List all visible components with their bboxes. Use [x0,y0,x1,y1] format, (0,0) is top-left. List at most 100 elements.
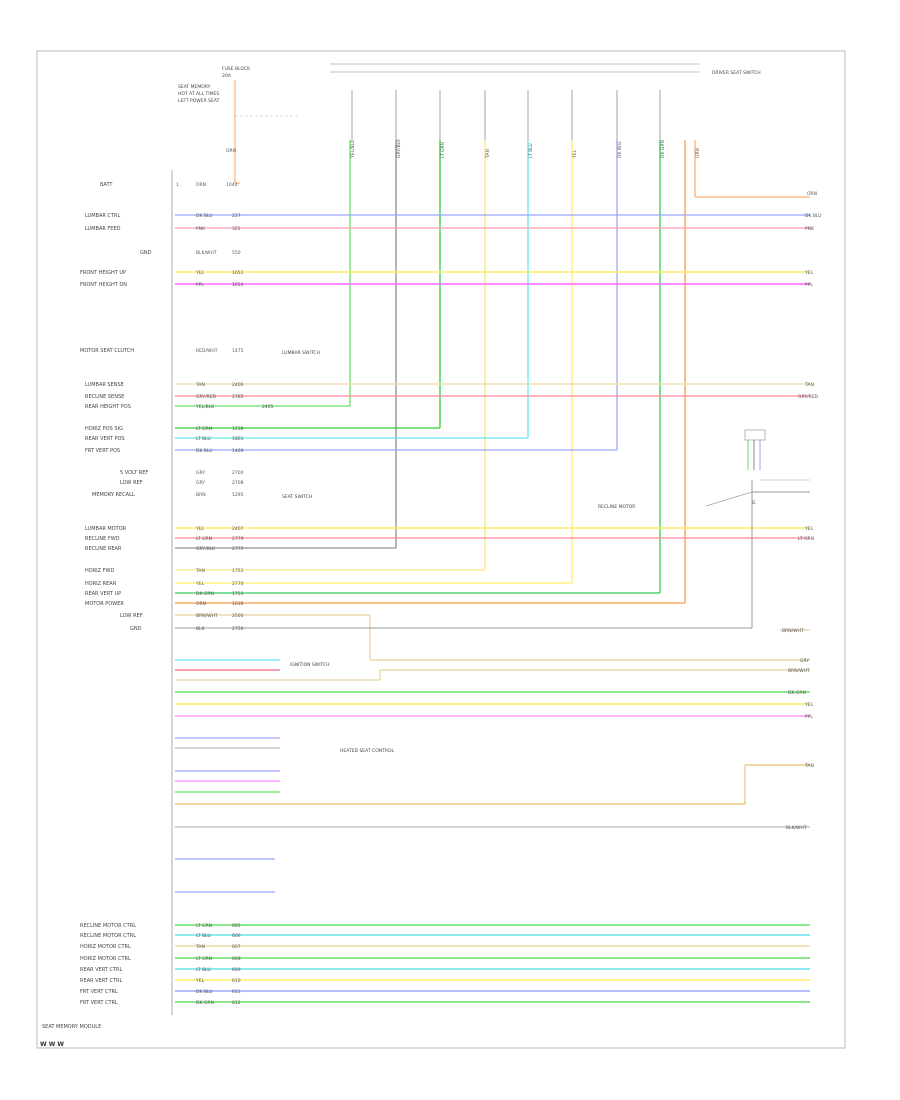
note-bench-switch: LUMBAR SWITCH [282,350,320,356]
bottom-pin-code: LT GRN [196,923,212,929]
top-code-5: YEL [572,149,578,159]
pin-code: LT BLU [196,436,211,442]
pin-label: HORIZ FWD [85,568,114,574]
horizontal-wires-middle [175,629,810,893]
pin-label: LUMBAR SENSE [85,382,124,388]
pin-code: TAN [195,382,205,388]
right-code: DK BLU [805,213,822,219]
bottom-pins: RECLINE MOTOR CTRL LT GRN 605 RECLINE MO… [80,923,241,1006]
pin-circuit: 2750 [232,626,244,632]
bottom-pin-code: DK BLU [196,989,213,995]
pin-circuit: 1475 [232,348,244,354]
ground-connector: G [744,429,766,506]
header-block: FUSE BLOCK 20A SEAT MEMORY HOT AT ALL TI… [178,66,300,183]
pin-label: RECLINE SENSE [85,394,124,400]
pin-label: LOW REF [120,613,143,619]
bottom-pin-code: TAN [195,944,205,950]
pin-code: TAN [195,568,205,574]
note-lower: HEATED SEAT CONTROL [340,748,395,754]
note-recline: RECLINE MOTOR [598,504,635,510]
ground-label: G [752,500,756,506]
pin-label: MEMORY RECALL [92,492,135,498]
pin-label: REAR VERT POS [85,436,125,442]
pin-circuit: 2779 [232,536,244,542]
pin-code: GRY [196,480,205,486]
connector-notes: LUMBAR SWITCH SEAT SWITCH IGNITION SWITC… [282,350,635,754]
pin-label: GND [130,626,142,632]
pin-label: REAR HEIGHT POS [85,404,131,410]
bottom-pin-circuit: 610 [232,978,241,984]
pin-code: RED/WHT [196,348,218,354]
pin-code: BRN/WHT [196,613,218,619]
bottom-pin-circuit: 607 [232,944,241,950]
right-code: PPL [805,282,813,288]
right-code: PNK [805,226,815,232]
pin-circuit: 2405 [262,404,274,410]
pin-code: BRN [196,492,206,498]
bottom-pin-code: LT GRN [196,956,212,962]
pin-code: GRY [196,470,205,476]
bottom-pin-circuit: 608 [232,956,241,962]
bottom-pin-code: LT BLU [196,933,211,939]
bottom-pin-circuit: 609 [232,967,241,973]
pin-label: LUMBAR FEED [85,226,121,232]
pin-label: BATT [100,182,113,188]
right-code: YEL [804,526,814,532]
pin-circuit: 2407 [232,526,244,532]
horizontal-wires-lower [175,924,810,1003]
pin-code: GRY/BLK [196,546,216,552]
pin-code: PPL [196,282,204,288]
pin-circuit: 1751 [232,568,244,574]
pin-code: DK BLU [196,213,213,219]
pin-code: YEL [195,270,205,276]
bottom-pin-label: RECLINE MOTOR CTRL [80,933,136,939]
header-line-4: HOT AT ALL TIMES [178,91,219,97]
pin-circuit: 2708 [232,480,244,486]
bottom-pin-circuit: 612 [232,1000,241,1006]
pin-label: RECLINE FWD [85,536,120,542]
diagram-frame [36,50,846,1049]
right-code: GRY/RED [798,394,819,400]
pin-code: BLK [196,626,206,632]
bottom-pin-circuit: 605 [232,923,241,929]
pin-code: LT GRN [196,426,212,432]
pin-circuit: 1651 [232,270,244,276]
pin-circuit: 550 [232,250,241,256]
driver-seat-switch: DRIVER SEAT SWITCH [330,63,761,140]
right-code: BRN/WHT [782,628,804,634]
bottom-pin-code: YEL [195,978,205,984]
pin-circuit: 1650 [232,282,244,288]
pin-label: HORIZ POS SIG [85,426,123,432]
page-stamp: W W W [40,1041,64,1048]
right-code-r1: ORN [807,191,817,197]
bottom-pin-label: REAR VERT CTRL [80,978,122,984]
pin-label: LUMBAR CTRL [85,213,120,219]
header-line-5: LEFT POWER SEAT [178,98,220,104]
bottom-pin-circuit: 606 [232,933,241,939]
pin-code: ORN [196,182,206,188]
pin-label: HORIZ REAR [85,581,117,587]
pin-circuit: 227 [232,213,241,219]
right-code: TAN [804,382,814,388]
pin-circuit: 2773 [232,546,244,552]
top-code-7: DK GRN [660,140,666,158]
pin-label: FRONT HEIGHT DN [80,282,127,288]
top-code-2: LT GRN [440,142,446,158]
pin-code: PNK [196,226,206,232]
bottom-pin-label: REAR VERT CTRL [80,967,122,973]
note-seat-switch-group: SEAT SWITCH [282,494,312,500]
pin-label: REAR VERT UP [85,591,121,597]
pin-label: GND [140,250,152,256]
bottom-pin-label: FRT VERT CTRL [80,1000,118,1006]
pin-code: BLK/WHT [196,250,217,256]
pin-circuit: 1295 [232,492,244,498]
top-code-4: LT BLU [528,143,534,158]
note-ignition: IGNITION SWITCH [290,662,330,668]
pin-code: DK BLU [196,448,213,454]
pin-circuit: 2700 [232,470,244,476]
header-line-3: SEAT MEMORY [178,84,211,90]
right-code: LT GRN [798,536,814,542]
right-code: YEL [804,702,814,708]
header-line-2: 20A [222,73,232,79]
